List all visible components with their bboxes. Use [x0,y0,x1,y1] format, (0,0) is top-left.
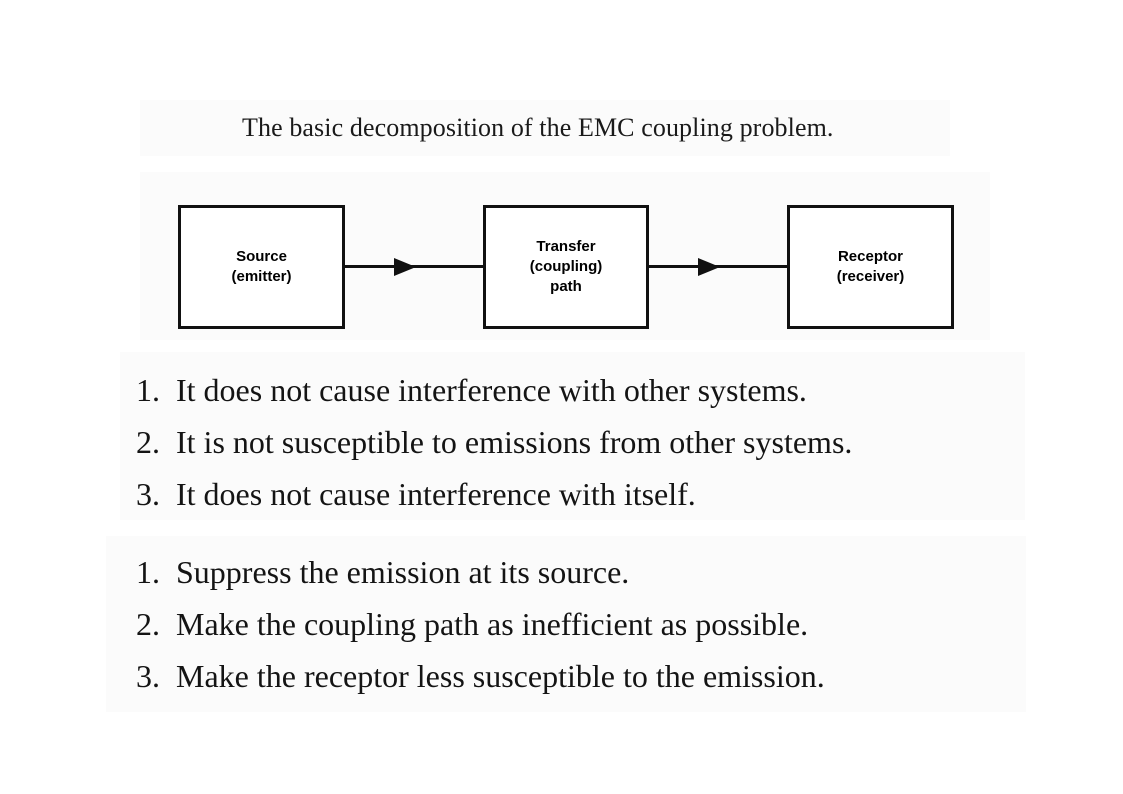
list-item-marker: 3. [136,476,160,512]
block-transfer-path: Transfer (coupling) path [483,205,649,329]
block-source-line1: Source [236,248,287,265]
list-item: 2. Make the coupling path as inefficient… [136,598,825,650]
block-transfer-line2: (coupling) [529,258,603,275]
block-receptor: Receptor (receiver) [787,205,954,329]
list-item: 3. Make the receptor less susceptible to… [136,650,825,702]
remedies-list: 1. Suppress the emission at its source. … [136,546,825,702]
block-transfer-line3: path [550,278,582,295]
block-receptor-label: Receptor (receiver) [831,247,911,287]
block-receptor-line1: Receptor [837,248,903,265]
list-item: 2. It is not susceptible to emissions fr… [136,416,852,468]
block-transfer-label: Transfer (coupling) path [524,237,608,297]
list-item-marker: 1. [136,372,160,408]
block-source: Source (emitter) [178,205,345,329]
list-item-text: It is not susceptible to emissions from … [176,424,853,460]
right-arrow-icon [698,258,720,276]
consequences-list: 1. It does not cause interference with o… [136,364,852,520]
list-item-text: It does not cause interference with othe… [176,372,807,408]
list-item: 3. It does not cause interference with i… [136,468,852,520]
list-item: 1. It does not cause interference with o… [136,364,852,416]
list-item-text: Make the receptor less susceptible to th… [176,658,825,694]
list-item-marker: 1. [136,554,160,590]
list-item-marker: 2. [136,606,160,642]
list-item-marker: 2. [136,424,160,460]
list-item-marker: 3. [136,658,160,694]
list-item: 1. Suppress the emission at its source. [136,546,825,598]
page-title: The basic decomposition of the EMC coupl… [242,113,834,142]
block-transfer-line1: Transfer [536,238,596,255]
right-arrow-icon [394,258,416,276]
block-source-label: Source (emitter) [225,247,297,287]
list-item-text: It does not cause interference with itse… [176,476,696,512]
block-receptor-line2: (receiver) [836,268,905,285]
block-source-line2: (emitter) [231,268,292,285]
list-item-text: Suppress the emission at its source. [176,554,630,590]
list-item-text: Make the coupling path as inefficient as… [176,606,809,642]
